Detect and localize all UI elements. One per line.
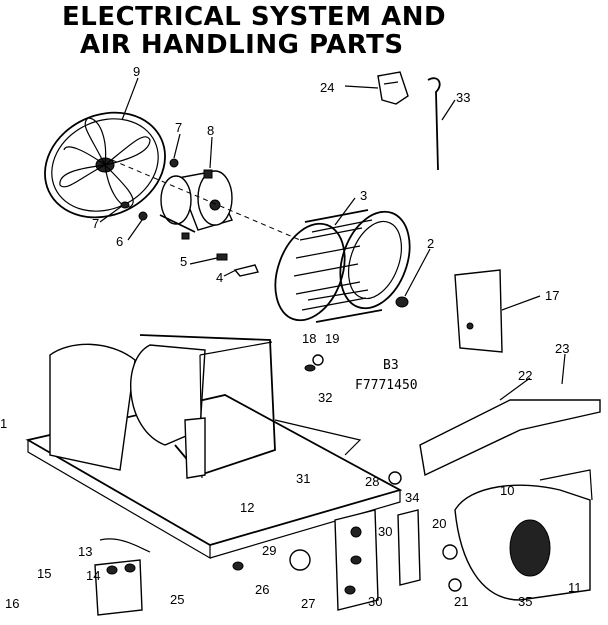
callout-20: 20	[432, 516, 446, 531]
motor-part	[159, 169, 233, 240]
fan-blade-part	[44, 111, 166, 219]
callout-22: 22	[518, 368, 532, 383]
small-hardware-parts	[120, 158, 409, 308]
model-code-b3: B3	[383, 358, 399, 373]
panel-part	[454, 269, 503, 353]
callout-1: 1	[0, 416, 7, 431]
callout-32: 32	[318, 390, 332, 405]
callout-18: 18	[302, 331, 316, 346]
leader-lines	[99, 77, 566, 401]
callout-16: 16	[5, 596, 19, 611]
callout-35: 35	[518, 594, 532, 609]
callout-21: 21	[454, 594, 468, 609]
callout-33: 33	[456, 90, 470, 105]
callout-25: 25	[170, 592, 184, 607]
callout-2: 2	[427, 236, 434, 251]
callout-17: 17	[545, 288, 559, 303]
blower-wheel-part	[274, 209, 411, 323]
callout-9: 9	[133, 64, 140, 79]
callout-12: 12	[240, 500, 254, 515]
callout-34: 34	[405, 490, 419, 505]
duct-part	[419, 399, 601, 477]
scroll-housing-part	[454, 469, 593, 601]
control-panel-part	[334, 509, 421, 611]
callout-23: 23	[555, 341, 569, 356]
callout-14: 14	[86, 568, 100, 583]
callout-28: 28	[365, 474, 379, 489]
callout-11: 11	[568, 580, 582, 595]
callout-7: 7	[175, 120, 182, 135]
part-callouts: 9 7 8 3 2 5 4 6 7 24 33 17 18 19 23 22 3…	[0, 64, 582, 611]
callout-15: 15	[37, 566, 51, 581]
bracket-and-rod-parts	[377, 71, 441, 171]
callout-27: 27	[301, 596, 315, 611]
callout-31: 31	[296, 471, 310, 486]
callout-8: 8	[207, 123, 214, 138]
callout-7b: 7	[92, 216, 99, 231]
callout-24: 24	[320, 80, 334, 95]
callout-4: 4	[216, 270, 223, 285]
model-code-number: F7771450	[355, 378, 418, 393]
blower-housing-part	[49, 334, 362, 479]
callout-19: 19	[325, 331, 339, 346]
callout-5: 5	[180, 254, 187, 269]
callout-6: 6	[116, 234, 123, 249]
callout-26: 26	[255, 582, 269, 597]
callout-29: 29	[262, 543, 276, 558]
callout-13: 13	[78, 544, 92, 559]
lower-small-parts	[94, 354, 462, 616]
callout-30: 30	[378, 524, 392, 539]
callout-10: 10	[500, 483, 514, 498]
callout-3: 3	[360, 188, 367, 203]
diagram-title-line1: ELECTRICAL SYSTEM AND	[62, 2, 447, 32]
diagram-title-line2: AIR HANDLING PARTS	[80, 30, 404, 60]
callout-30b: 30	[368, 594, 382, 609]
shaft-axis-line	[111, 159, 301, 241]
